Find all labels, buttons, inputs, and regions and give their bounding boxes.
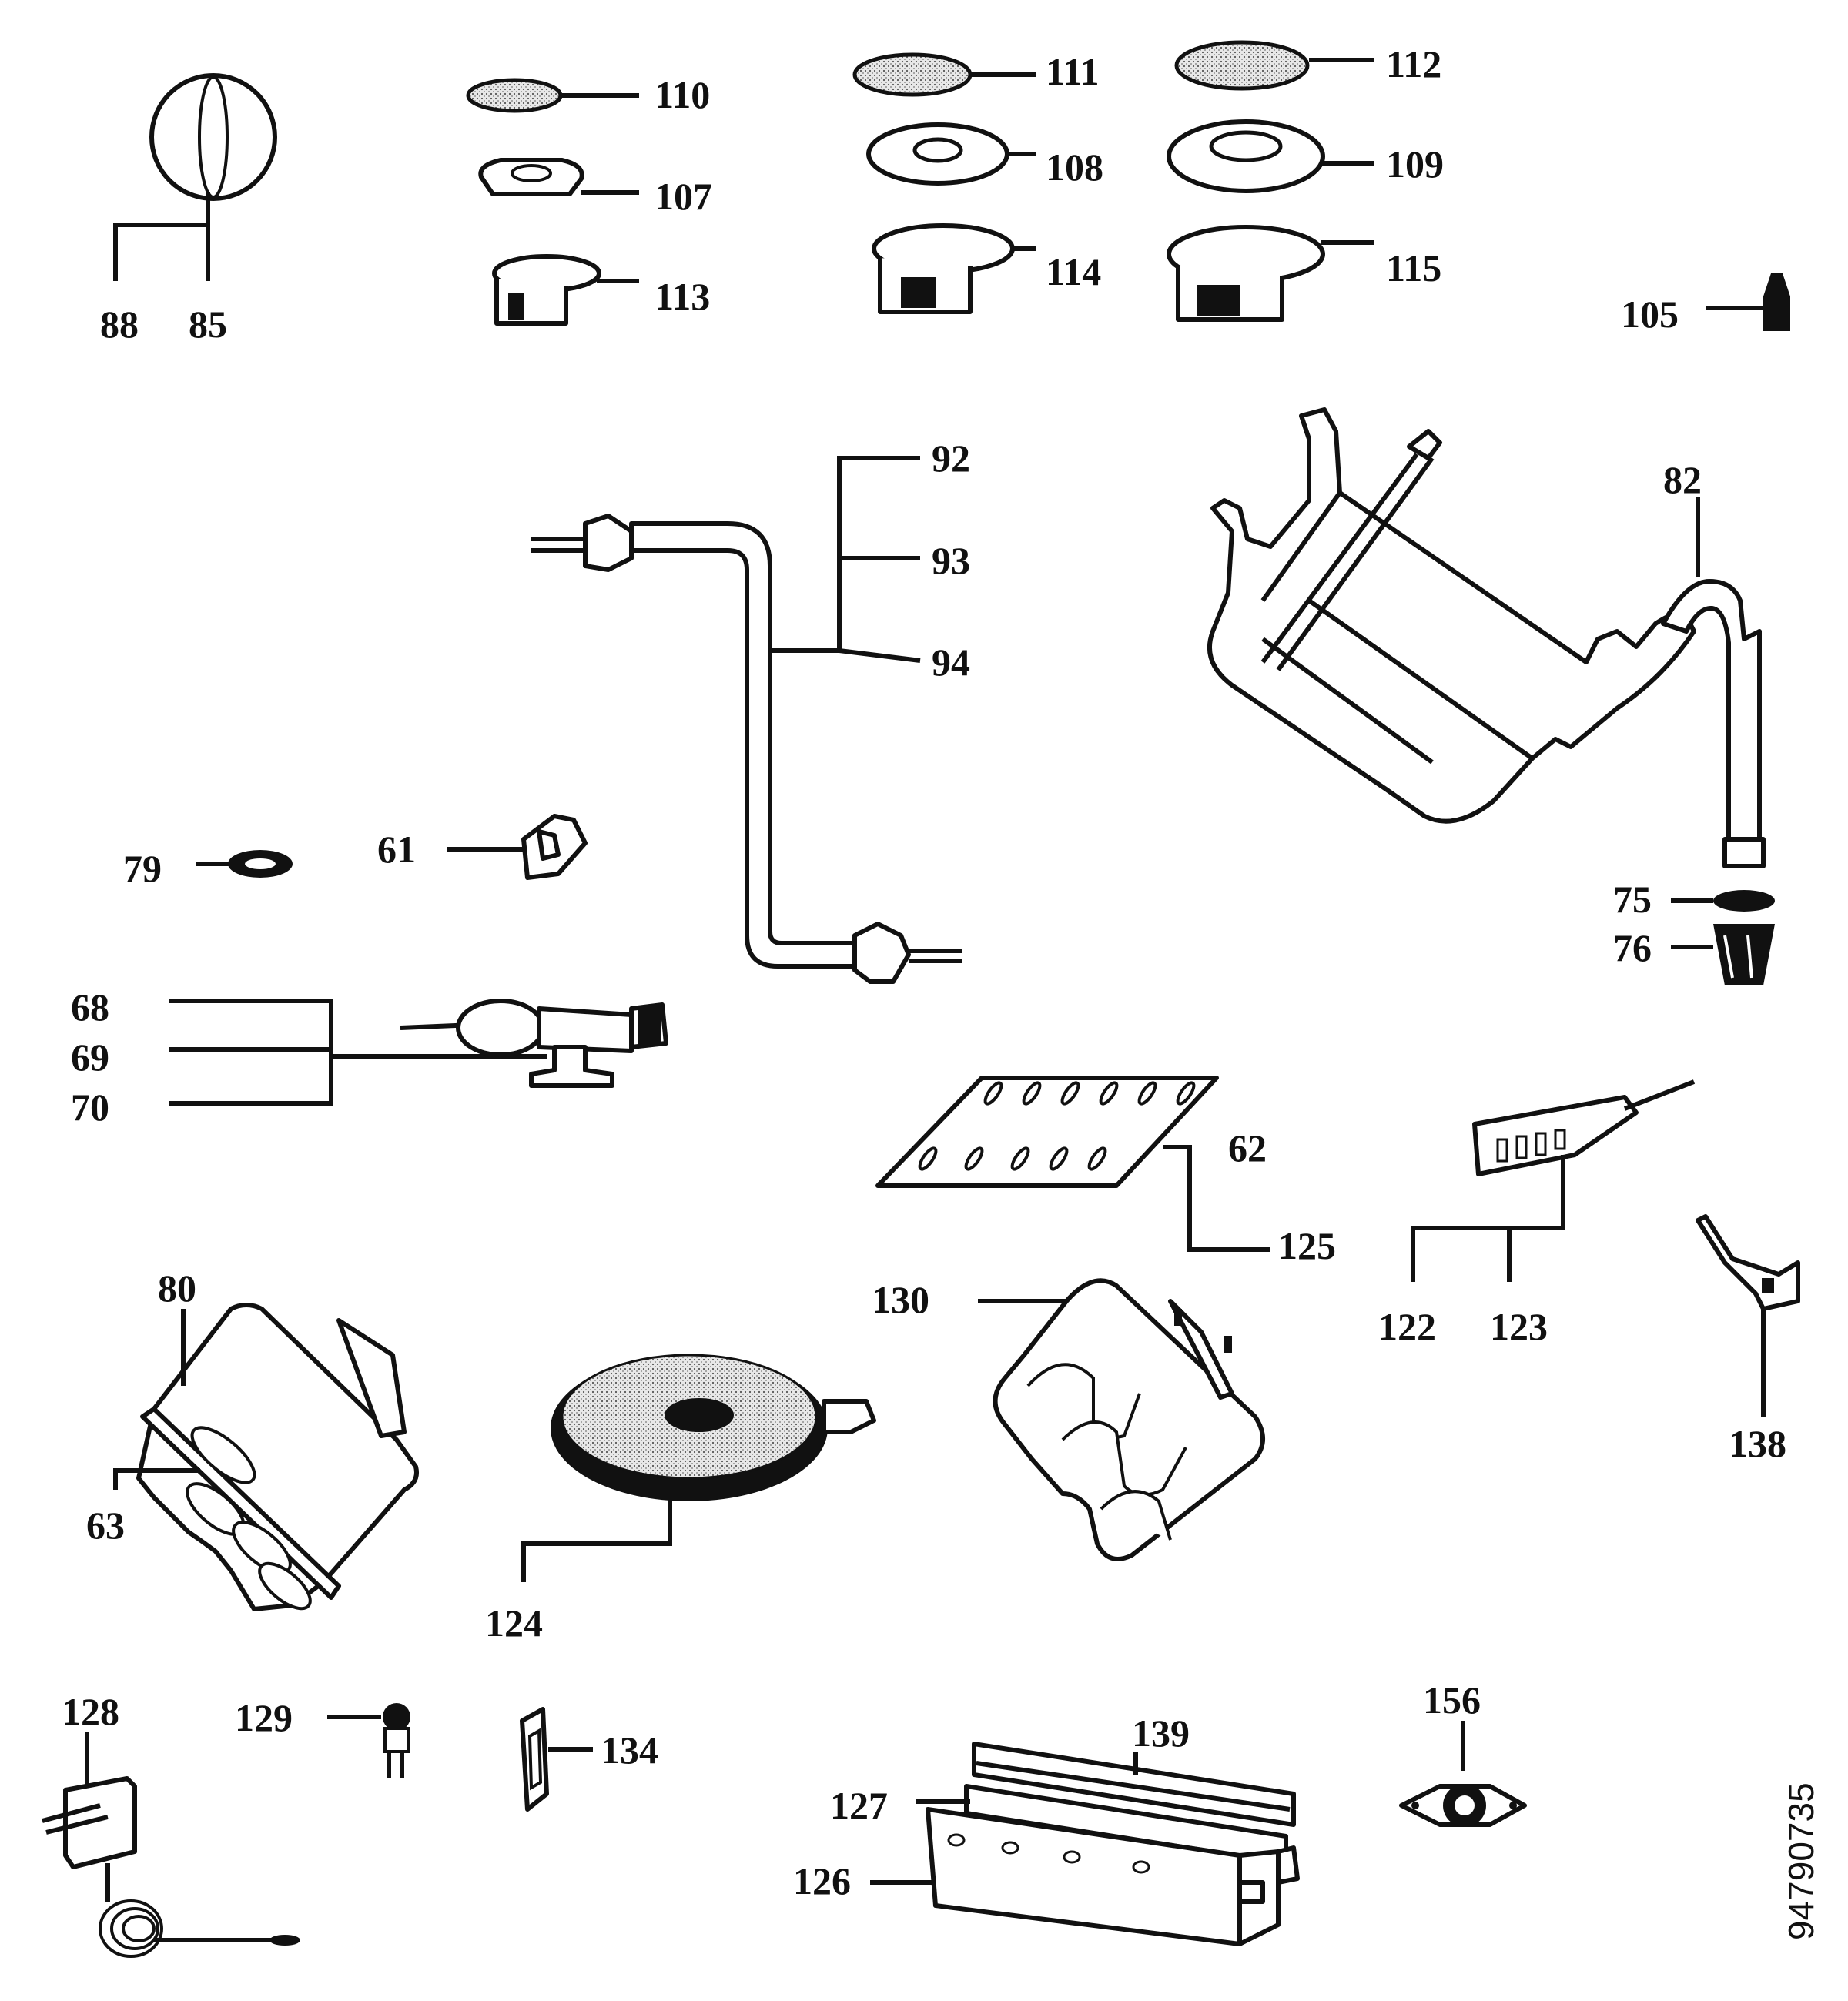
label-94: 94	[932, 641, 970, 684]
burner-base-small-part	[492, 254, 639, 326]
ignition-electrode-part	[1411, 1079, 1696, 1282]
label-130: 130	[872, 1278, 929, 1321]
thermocouple-part	[327, 1703, 410, 1778]
clip-part	[447, 814, 588, 880]
control-knob-part	[113, 73, 277, 281]
label-80: 80	[158, 1267, 196, 1310]
burner-crown-small-part	[478, 158, 639, 196]
label-76: 76	[1613, 926, 1652, 969]
mounting-bracket-part	[1696, 1214, 1800, 1417]
label-123: 123	[1490, 1305, 1548, 1348]
injector-part	[1706, 273, 1790, 331]
label-126: 126	[793, 1859, 851, 1902]
label-79: 79	[123, 847, 162, 890]
burner-cap-medium-part	[852, 52, 1036, 97]
drawing-code: 94790735	[1781, 1782, 1821, 1940]
heating-element-assembly-part	[870, 1742, 1300, 1946]
gasket-part	[520, 1707, 593, 1812]
burner-cap-large-part	[1174, 40, 1374, 91]
burner-base-large-part	[1167, 225, 1374, 322]
sealing-ring-part	[196, 850, 293, 878]
label-125: 125	[1278, 1224, 1336, 1267]
label-114: 114	[1046, 250, 1101, 293]
label-112: 112	[1386, 42, 1441, 85]
fixing-plate-part	[1399, 1721, 1527, 1827]
label-92: 92	[932, 437, 970, 480]
label-113: 113	[654, 275, 710, 318]
oven-burner-washer-part	[1671, 890, 1775, 912]
label-139: 139	[1132, 1712, 1190, 1755]
grill-element-part	[113, 1303, 419, 1611]
cover-plate-part	[875, 1076, 1270, 1252]
thermostat-part	[42, 1732, 300, 1958]
burner-cap-small-part	[466, 78, 639, 113]
label-61: 61	[377, 828, 416, 871]
label-88: 88	[100, 303, 139, 346]
gas-tap-part	[169, 999, 668, 1106]
label-69: 69	[71, 1036, 109, 1079]
oven-burner-nut-part	[1671, 924, 1775, 985]
burner-crown-medium-part	[866, 122, 1036, 186]
label-156: 156	[1423, 1678, 1481, 1722]
label-68: 68	[71, 985, 109, 1029]
label-108: 108	[1046, 146, 1103, 189]
label-70: 70	[71, 1086, 109, 1129]
label-129: 129	[235, 1696, 293, 1739]
label-138: 138	[1729, 1422, 1786, 1465]
label-124: 124	[485, 1601, 543, 1645]
hotplate-part	[521, 1354, 876, 1582]
label-105: 105	[1621, 293, 1679, 336]
label-82: 82	[1663, 458, 1702, 501]
label-127: 127	[830, 1784, 888, 1827]
label-110: 110	[654, 73, 710, 116]
label-85: 85	[189, 303, 227, 346]
label-109: 109	[1386, 142, 1444, 186]
label-63: 63	[86, 1504, 125, 1547]
burner-base-medium-part	[872, 223, 1036, 314]
label-122: 122	[1378, 1305, 1436, 1348]
label-115: 115	[1386, 246, 1441, 289]
label-62: 62	[1228, 1126, 1267, 1169]
label-111: 111	[1046, 50, 1099, 93]
label-75: 75	[1613, 878, 1652, 921]
label-107: 107	[654, 175, 712, 218]
oven-element-part	[978, 1278, 1265, 1561]
label-134: 134	[601, 1728, 658, 1772]
burner-crown-large-part	[1167, 119, 1374, 193]
oven-burner-part	[1207, 407, 1766, 868]
label-128: 128	[62, 1690, 119, 1733]
gas-pipe-part	[531, 456, 962, 984]
label-93: 93	[932, 539, 970, 582]
